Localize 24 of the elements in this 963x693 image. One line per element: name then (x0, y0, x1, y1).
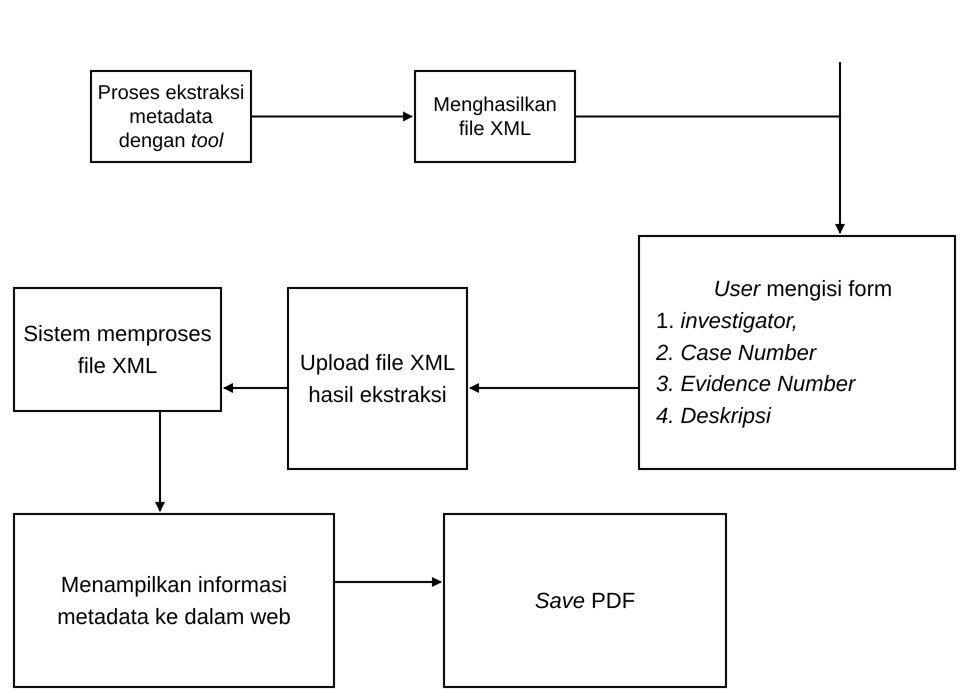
arrow (155, 412, 165, 512)
box-text: Save PDF (534, 586, 636, 615)
box-text: Menghasilkan file XML (432, 92, 558, 140)
box-text: 2. Case Number (656, 338, 816, 367)
process-box (90, 70, 252, 163)
box-text: Sistem memproses file XML (22, 320, 213, 380)
box-text: 1. investigator, (656, 306, 798, 335)
box-text: Menampilkan informasi metadata ke dalam web (56, 570, 292, 630)
arrow (335, 577, 442, 587)
process-box (443, 513, 727, 688)
arrow (252, 112, 413, 122)
box-text: Proses ekstraksi metadata dengan tool (96, 80, 246, 152)
process-box (414, 70, 576, 163)
arrow (223, 383, 287, 393)
process-box (13, 513, 335, 688)
process-box (638, 235, 956, 470)
box-text: Upload file XML hasil ekstraksi (298, 348, 456, 408)
arrow (469, 383, 638, 393)
box-text: 4. Deskripsi (656, 402, 771, 430)
arrow (576, 116, 845, 234)
box-text: User mengisi form (714, 274, 892, 303)
box-text: 3. Evidence Number (656, 370, 856, 398)
process-box (13, 287, 222, 412)
process-box (287, 287, 468, 470)
